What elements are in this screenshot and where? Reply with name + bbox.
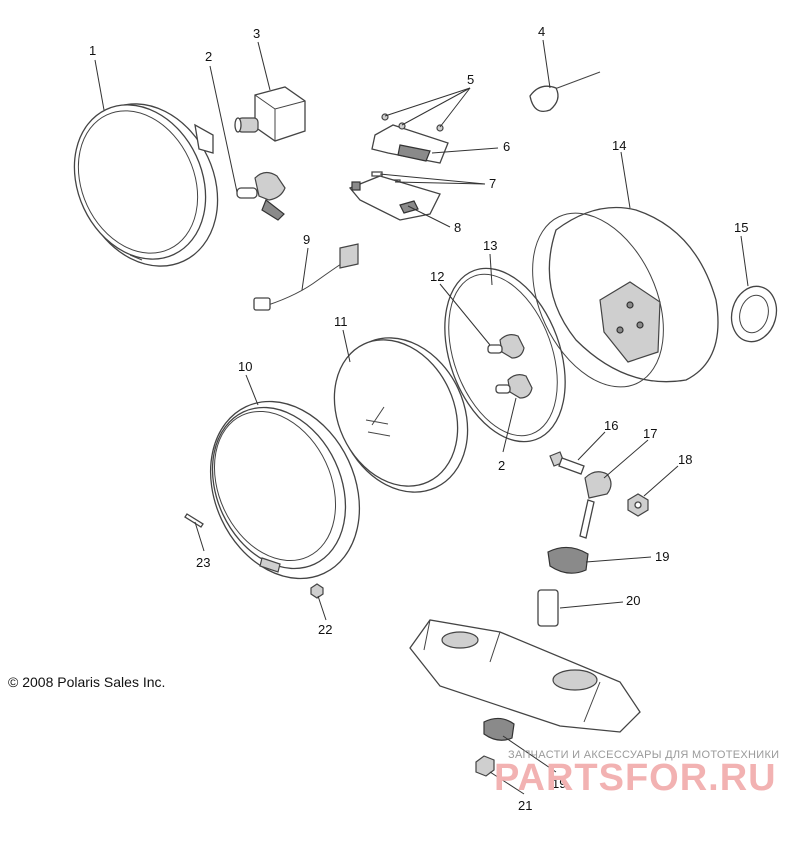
callout-6: 6	[503, 139, 510, 154]
part-3-bulb-socket	[234, 86, 306, 142]
part-6-bracket-assembly	[371, 113, 449, 164]
callout-18: 18	[678, 452, 692, 467]
callout-23: 23	[196, 555, 210, 570]
watermark-tagline: ЗАПЧАСТИ И АКСЕССУАРЫ ДЛЯ МОТОТЕХНИКИ	[508, 749, 779, 761]
callout-11: 11	[334, 314, 348, 329]
callout-19-lower: 19	[552, 776, 566, 791]
callout-15: 15	[734, 220, 748, 235]
watermark-logo: PARTSFOR.RU	[494, 757, 777, 799]
callout-3: 3	[253, 26, 260, 41]
callout-21: 21	[518, 798, 532, 813]
part-12-bulb	[487, 334, 525, 359]
part-17-mounting-stem	[579, 471, 612, 539]
callout-labels: 1 2 3 4 5 6 7 8 9 10 11 12 13 14 15 16 1…	[89, 24, 748, 813]
part-2-bulb-lower	[495, 374, 533, 399]
callout-13: 13	[483, 238, 497, 253]
callout-22: 22	[318, 622, 332, 637]
part-18-nut	[627, 493, 649, 517]
watermark: ЗАПЧАСТИ И АКСЕССУАРЫ ДЛЯ МОТОТЕХНИКИ PA…	[494, 749, 779, 799]
callout-4: 4	[538, 24, 545, 39]
part-14-housing-shell	[532, 206, 719, 388]
callout-2-upper: 2	[205, 49, 212, 64]
part-13-mounting-plate	[444, 267, 566, 443]
callout-17: 17	[643, 426, 657, 441]
part-4-cable-tie	[529, 71, 601, 113]
callout-16: 16	[604, 418, 618, 433]
callout-9: 9	[303, 232, 310, 247]
triple-clamp	[409, 619, 641, 733]
part-1-headlight-lens	[73, 103, 219, 267]
callout-19-upper: 19	[655, 549, 669, 564]
callout-20: 20	[626, 593, 640, 608]
leader-lines	[94, 39, 749, 795]
part-20-spacer	[537, 589, 559, 627]
part-2-bulb-upper	[236, 171, 286, 221]
callout-7: 7	[489, 176, 496, 191]
copyright-text: © 2008 Polaris Sales Inc.	[8, 674, 165, 690]
callout-5: 5	[467, 72, 474, 87]
part-11-lens-unit	[333, 337, 469, 493]
callout-10: 10	[238, 359, 252, 374]
part-21-nut-lower	[475, 755, 495, 777]
part-19-bushing-lower	[483, 717, 515, 741]
part-10-bezel-ring	[209, 400, 361, 580]
part-19-bushing-upper	[547, 546, 589, 574]
callout-12: 12	[430, 269, 444, 284]
part-15-grommet	[730, 285, 778, 343]
part-8-lower-bracket	[348, 175, 441, 221]
part-22-small-nut	[310, 583, 324, 599]
callout-1: 1	[89, 43, 96, 58]
callout-14: 14	[612, 138, 626, 153]
part-23-pin	[184, 513, 204, 528]
part-9-wire-harness	[253, 243, 359, 311]
callout-2-lower: 2	[498, 458, 505, 473]
callout-8: 8	[454, 220, 461, 235]
part-16-bolt	[549, 451, 585, 475]
